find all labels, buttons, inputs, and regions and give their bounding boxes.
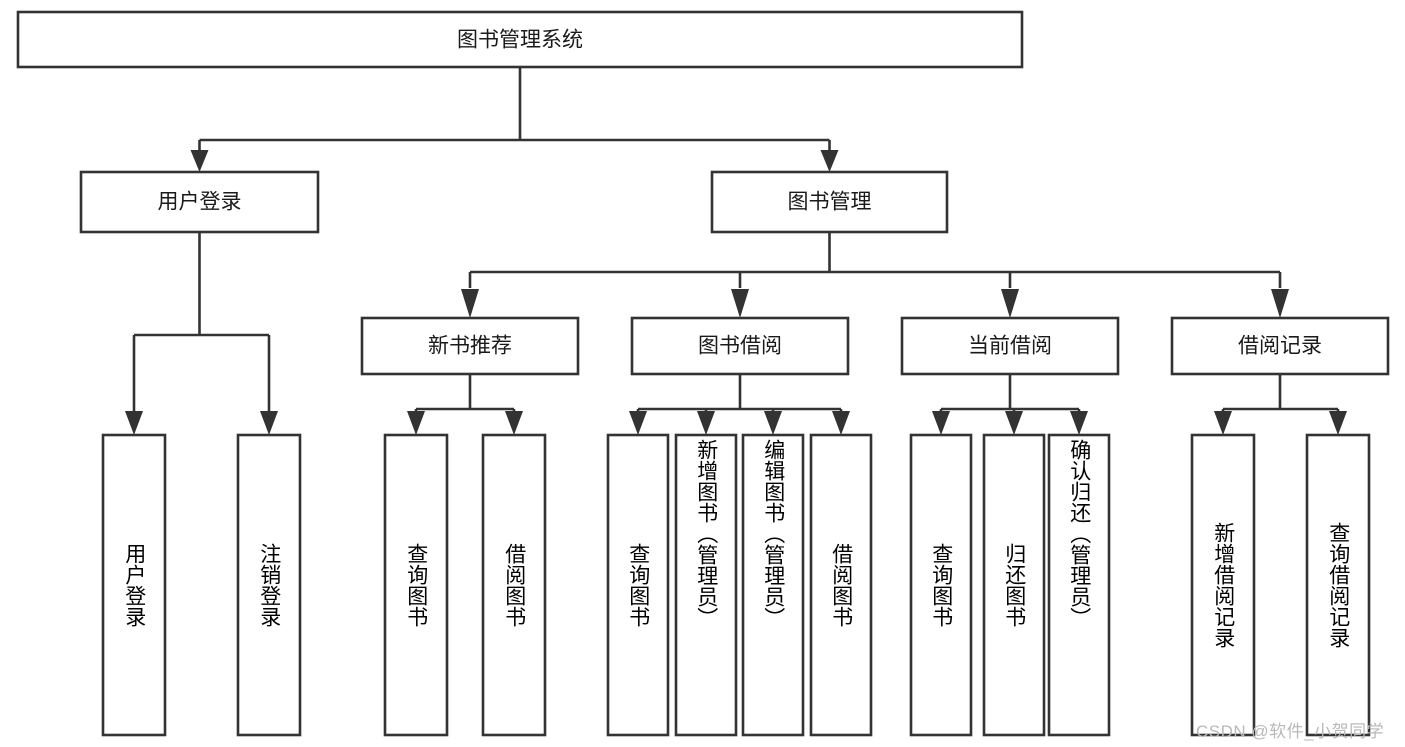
node-new-book-rec[interactable]: 新书推荐 xyxy=(360,316,580,376)
node-root-box[interactable] xyxy=(16,10,1024,69)
arrow-borrow-record-to-leaf-1 xyxy=(1214,411,1232,435)
node-leaf-add-record-box[interactable] xyxy=(1190,433,1256,737)
arrow-book-borrow-to-leaf-2 xyxy=(697,411,715,435)
arrow-book-borrow-to-leaf-4 xyxy=(832,411,850,435)
node-borrow-record-box[interactable] xyxy=(1170,316,1390,376)
node-root[interactable]: 图书管理系统 xyxy=(16,10,1024,69)
node-leaf-logout-box[interactable] xyxy=(236,433,302,737)
arrow-book-manage-to-new-book-rec xyxy=(461,289,479,318)
node-current-borrow-box[interactable] xyxy=(900,316,1120,376)
node-current-borrow[interactable]: 当前借阅 xyxy=(900,316,1120,376)
arrow-current-borrow-to-leaf-1 xyxy=(932,411,950,435)
arrow-root-to-book-manage xyxy=(820,150,839,172)
arrow-book-manage-to-current-borrow xyxy=(1001,289,1019,318)
node-leaf-user-login-box[interactable] xyxy=(101,433,167,737)
arrow-current-borrow-to-leaf-3 xyxy=(1070,411,1088,435)
node-book-manage[interactable]: 图书管理 xyxy=(710,170,949,234)
node-leaf-query-book-cur-box[interactable] xyxy=(909,433,973,737)
node-user-login[interactable]: 用户登录 xyxy=(79,170,320,234)
arrow-borrow-record-to-leaf-2 xyxy=(1329,411,1347,435)
connector-user-login-bus xyxy=(132,232,271,412)
node-book-borrow-label: 图书借阅 xyxy=(698,335,782,358)
node-leaf-query-record-box[interactable] xyxy=(1305,433,1371,737)
connector-book-borrow-bus xyxy=(636,374,843,414)
node-new-book-rec-box[interactable] xyxy=(360,316,580,376)
arrow-current-borrow-to-leaf-2 xyxy=(1005,411,1023,435)
arrow-book-borrow-to-leaf-1 xyxy=(629,411,647,435)
connector-root-bus xyxy=(198,67,831,160)
node-current-borrow-label: 当前借阅 xyxy=(968,335,1052,358)
arrow-book-manage-to-borrow-record xyxy=(1271,289,1289,318)
node-borrow-record-label: 借阅记录 xyxy=(1238,335,1322,358)
node-leaf-confirm-return-box[interactable] xyxy=(1047,433,1111,737)
arrow-book-borrow-to-leaf-3 xyxy=(764,411,782,435)
node-book-borrow[interactable]: 图书借阅 xyxy=(630,316,850,376)
arrow-user-login-to-leaf-2 xyxy=(260,411,278,435)
node-new-book-rec-label: 新书推荐 xyxy=(428,335,512,358)
connector-current-borrow-bus xyxy=(939,374,1081,414)
node-leaf-query-book-borrow-box[interactable] xyxy=(606,433,670,737)
connector-borrow-record-bus xyxy=(1221,374,1340,414)
node-leaf-return-book-box[interactable] xyxy=(982,433,1046,737)
arrow-book-manage-to-book-borrow xyxy=(731,289,749,318)
node-leaf-edit-book-box[interactable] xyxy=(741,433,805,737)
node-user-login-box[interactable] xyxy=(79,170,320,234)
arrow-user-login-to-leaf-1 xyxy=(125,411,143,435)
node-root-label: 图书管理系统 xyxy=(457,29,583,52)
node-leaf-borrow-book-box[interactable] xyxy=(809,433,873,737)
connector-book-manage-bus xyxy=(468,232,1282,288)
arrow-new-book-rec-to-leaf-1 xyxy=(407,411,425,435)
connector-new-book-rec-bus xyxy=(414,374,516,414)
leaf-boxes-group xyxy=(101,433,1371,737)
node-user-login-label: 用户登录 xyxy=(158,191,242,214)
node-leaf-borrow-book-rec-box[interactable] xyxy=(481,433,547,737)
node-book-borrow-box[interactable] xyxy=(630,316,850,376)
node-borrow-record[interactable]: 借阅记录 xyxy=(1170,316,1390,376)
connectors-group xyxy=(125,67,1347,435)
node-book-manage-box[interactable] xyxy=(710,170,949,234)
arrow-new-book-rec-to-leaf-2 xyxy=(505,411,523,435)
node-book-manage-label: 图书管理 xyxy=(788,191,872,214)
node-leaf-query-book-rec-box[interactable] xyxy=(383,433,449,737)
arrow-root-to-user-login xyxy=(190,150,209,172)
node-leaf-add-book-box[interactable] xyxy=(674,433,738,737)
csdn-watermark: CSDN @软件_小贺同学 xyxy=(1196,722,1385,741)
